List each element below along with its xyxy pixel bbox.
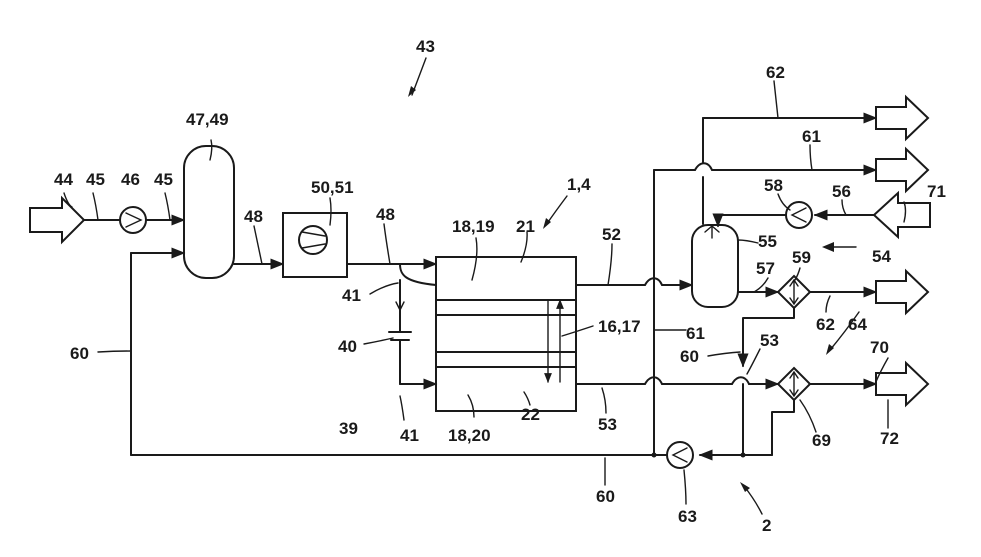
- label-58: 58: [764, 176, 783, 195]
- label-70: 70: [870, 338, 889, 357]
- outlet-61-arrow-icon: [876, 149, 928, 191]
- label-41-a: 41: [342, 286, 361, 305]
- label-16-17: 16,17: [598, 317, 641, 336]
- label-39: 39: [339, 419, 358, 438]
- label-72: 72: [880, 429, 899, 448]
- pump-63-icon: [667, 442, 693, 468]
- label-40: 40: [338, 337, 357, 356]
- label-64: 64: [848, 315, 867, 334]
- label-46: 46: [121, 170, 140, 189]
- label-44: 44: [54, 170, 73, 189]
- pump-58-icon: [786, 202, 812, 228]
- label-62-a: 62: [766, 63, 785, 82]
- label-53-a: 53: [598, 415, 617, 434]
- air-inlet-arrow-icon: [30, 198, 84, 242]
- label-52: 52: [602, 225, 621, 244]
- label-47-49: 47,49: [186, 110, 229, 129]
- outlet-72-arrow-icon: [876, 363, 928, 405]
- label-1-4: 1,4: [567, 175, 591, 194]
- label-45-b: 45: [154, 170, 173, 189]
- label-54: 54: [872, 247, 891, 266]
- tank-47-49: [184, 146, 234, 278]
- label-43: 43: [416, 37, 435, 56]
- compressor-icon: [299, 226, 327, 254]
- label-48-a: 48: [244, 207, 263, 226]
- label-18-20: 18,20: [448, 426, 491, 445]
- label-18-19: 18,19: [452, 217, 495, 236]
- outlet-62-arrow-icon: [876, 97, 928, 139]
- fuel-cell-stack: [436, 257, 576, 411]
- label-61-a: 61: [686, 324, 705, 343]
- label-45-a: 45: [86, 170, 105, 189]
- label-22: 22: [521, 405, 540, 424]
- inlet-71-arrow-icon: [874, 193, 930, 237]
- label-55: 55: [758, 232, 777, 251]
- label-63: 63: [678, 507, 697, 526]
- label-62-b: 62: [816, 315, 835, 334]
- label-71: 71: [927, 182, 946, 201]
- label-50-51: 50,51: [311, 178, 354, 197]
- label-21: 21: [516, 217, 535, 236]
- label-69: 69: [812, 431, 831, 450]
- outlet-62b-arrow-icon: [876, 271, 928, 313]
- separator-55: [692, 225, 738, 307]
- label-41-b: 41: [400, 426, 419, 445]
- label-61-b: 61: [802, 127, 821, 146]
- label-2: 2: [762, 516, 771, 535]
- label-60-b: 60: [680, 347, 699, 366]
- label-60-a: 60: [70, 344, 89, 363]
- line-41-a: [400, 264, 436, 285]
- label-53-b: 53: [760, 331, 779, 350]
- label-48-b: 48: [376, 205, 395, 224]
- label-57: 57: [756, 259, 775, 278]
- label-59: 59: [792, 248, 811, 267]
- label-60-c: 60: [596, 487, 615, 506]
- label-56: 56: [832, 182, 851, 201]
